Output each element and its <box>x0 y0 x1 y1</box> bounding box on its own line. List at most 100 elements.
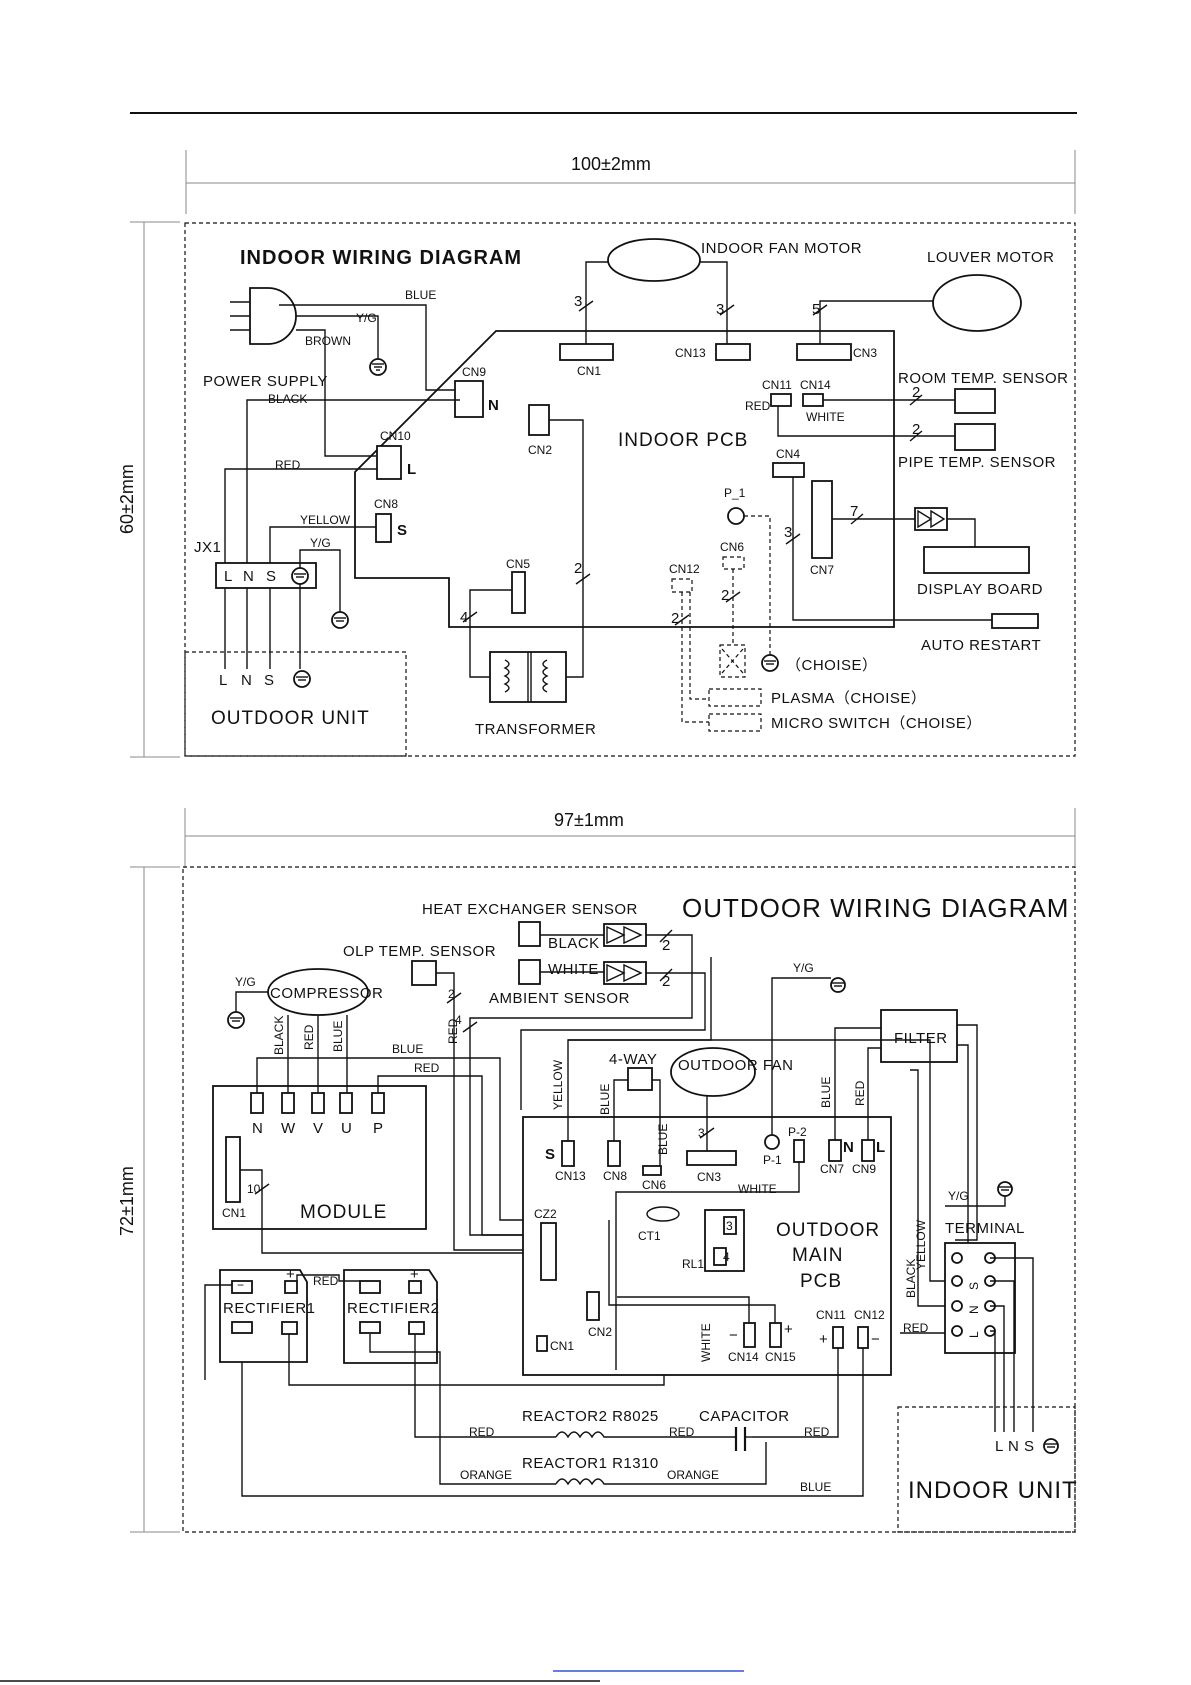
outdoor-connectors-cn15-label: CN15 <box>765 1350 796 1364</box>
capacitor-label: CAPACITOR <box>699 1408 790 1425</box>
indoor-cn1 <box>559 343 614 361</box>
line-stroke <box>462 611 478 623</box>
outdoor-cn1 <box>536 1335 548 1352</box>
auto-restart-label: AUTO RESTART <box>921 637 1041 654</box>
rect-stroke <box>281 1092 295 1114</box>
indoor-cn4 <box>772 462 805 478</box>
indoor-p1-label: P_1 <box>724 486 746 500</box>
outdoor-terms-l-label: L <box>967 1331 981 1338</box>
outdoor-wires-white-label: WHITE <box>738 1182 777 1196</box>
indoor-counts-c7-label: 7 <box>850 503 859 520</box>
outdoor-connectors-rl1-label: RL1 <box>682 1257 704 1271</box>
indoor-connectors-cn7-label: CN7 <box>810 563 834 577</box>
terminal-label: TERMINAL <box>945 1220 1025 1237</box>
outdoor-module_pins-3-label: U <box>341 1120 352 1137</box>
outdoor-terms-c2-label: 2 <box>662 937 671 954</box>
outdoor-connectors-cn1-label: CN1 <box>550 1339 574 1353</box>
path-stroke <box>917 509 946 529</box>
indoor-outdoor-unit-box <box>184 651 407 757</box>
outdoor-cn13 <box>561 1140 575 1167</box>
indoor-cn8 <box>375 513 392 543</box>
indoor-counts-c3-label: 3 <box>784 524 793 541</box>
path-stroke <box>279 304 460 391</box>
outdoor-connectors-cn6-label: CN6 <box>642 1178 666 1192</box>
indoor-fan-motor <box>607 238 701 282</box>
indoor-cn5 <box>511 571 526 614</box>
outdoor-terms-plus-label: + <box>410 1266 419 1283</box>
room-temp-sensor-label: ROOM TEMP. SENSOR <box>898 370 1068 387</box>
line-stroke <box>659 929 673 943</box>
circle-stroke <box>951 1275 963 1287</box>
indoor-choise-label: （CHOISE） <box>786 657 878 674</box>
path-stroke <box>585 261 608 345</box>
circle-stroke <box>951 1300 963 1312</box>
current-transformer-ct1 <box>646 1206 680 1222</box>
indoor-counts-c3-label: 3 <box>716 301 725 318</box>
module-label: MODULE <box>300 1202 387 1223</box>
outdoor-connectors-p1-label: P-1 <box>763 1153 782 1167</box>
pipe-temp-sensor-label: PIPE TEMP. SENSOR <box>898 454 1056 471</box>
indoor-terms-l-label: L <box>224 568 233 585</box>
path-stroke <box>296 329 376 457</box>
path-stroke <box>606 925 643 945</box>
outdoor-terms-minus-label: − <box>237 1278 244 1292</box>
outdoor-p1-sensor <box>764 1134 780 1150</box>
path-stroke <box>414 1334 556 1438</box>
rect-stroke <box>281 1321 298 1335</box>
outdoor-title: OUTDOOR WIRING DIAGRAM <box>682 893 1069 923</box>
plasma-box <box>708 688 762 707</box>
indoor-cn7 <box>811 480 833 559</box>
outdoor-cn14 <box>743 1322 756 1348</box>
top-height-label: 60±2mm <box>117 464 137 534</box>
rect-stroke <box>231 1280 253 1294</box>
line-stroke <box>462 1021 478 1033</box>
outdoor-wires-white-label: WHITE <box>699 1323 713 1362</box>
outdoor-terms-c10-label: 10 <box>247 1182 261 1196</box>
path-stroke <box>990 1330 996 1432</box>
outdoor-terms-s-label: S <box>545 1146 556 1163</box>
bottom-dimension-height: 72±1mm <box>117 866 180 1533</box>
outdoor-terms-minus-label: − <box>871 1331 880 1348</box>
indoor-wires-white-label: WHITE <box>806 410 845 424</box>
power-supply-label: POWER SUPPLY <box>203 373 328 390</box>
louver-motor <box>932 274 1022 332</box>
line-stroke <box>909 430 923 442</box>
plasma-label: PLASMA（CHOISE） <box>771 690 926 707</box>
path-stroke <box>240 1169 537 1254</box>
outdoor-wires-red-label: RED <box>853 1080 867 1106</box>
line-stroke <box>575 573 591 585</box>
indoor-counts-c2-label: 2 <box>912 421 921 438</box>
rect-stroke <box>713 1247 727 1266</box>
outdoor-wires-blue-label: BLUE <box>800 1480 831 1494</box>
louver-motor-label: LOUVER MOTOR <box>927 249 1054 266</box>
indoor-connectors-cn5-label: CN5 <box>506 557 530 571</box>
path-stroke <box>224 468 377 563</box>
outdoor-wires-blue-label: BLUE <box>819 1077 833 1108</box>
outdoor-terms-minus-label: − <box>729 1327 738 1344</box>
outdoor-connectors-ct1-label: CT1 <box>638 1229 661 1243</box>
indoor-jx1-label: JX1 <box>194 539 221 556</box>
olp-label: OLP TEMP. SENSOR <box>343 943 496 960</box>
path-stroke <box>296 315 379 360</box>
outdoor-pcb-2-label: PCB <box>800 1271 842 1292</box>
line-stroke <box>719 304 735 316</box>
indoor-connectors-cn8-label: CN8 <box>374 497 398 511</box>
indoor-title: INDOOR WIRING DIAGRAM <box>240 247 522 269</box>
indoor-cn11 <box>770 393 792 407</box>
compressor-ground-icon <box>227 1011 245 1029</box>
path-stroke <box>542 659 549 693</box>
outdoor-cn3 <box>686 1150 737 1166</box>
outdoor-wires-black-label: BLACK <box>548 935 600 952</box>
outdoor-wires-blue-label: BLUE <box>656 1124 670 1155</box>
module-pins: N W V U P <box>250 1092 385 1137</box>
indoor-wires-red-label: RED <box>745 399 771 413</box>
line-stroke <box>725 591 741 603</box>
outdoor-connectors-cn7-label: CN7 <box>820 1162 844 1176</box>
outdoor-wires-red-label: RED <box>446 1018 460 1044</box>
line-stroke <box>850 513 864 525</box>
bottom-dimension-width: 97±1mm <box>184 808 1076 868</box>
outdoor-wires-blue-label: BLUE <box>331 1021 345 1052</box>
outdoor-terms-c2-label: 2 <box>662 973 671 990</box>
path-stroke <box>721 648 744 674</box>
path-stroke <box>608 1220 776 1323</box>
